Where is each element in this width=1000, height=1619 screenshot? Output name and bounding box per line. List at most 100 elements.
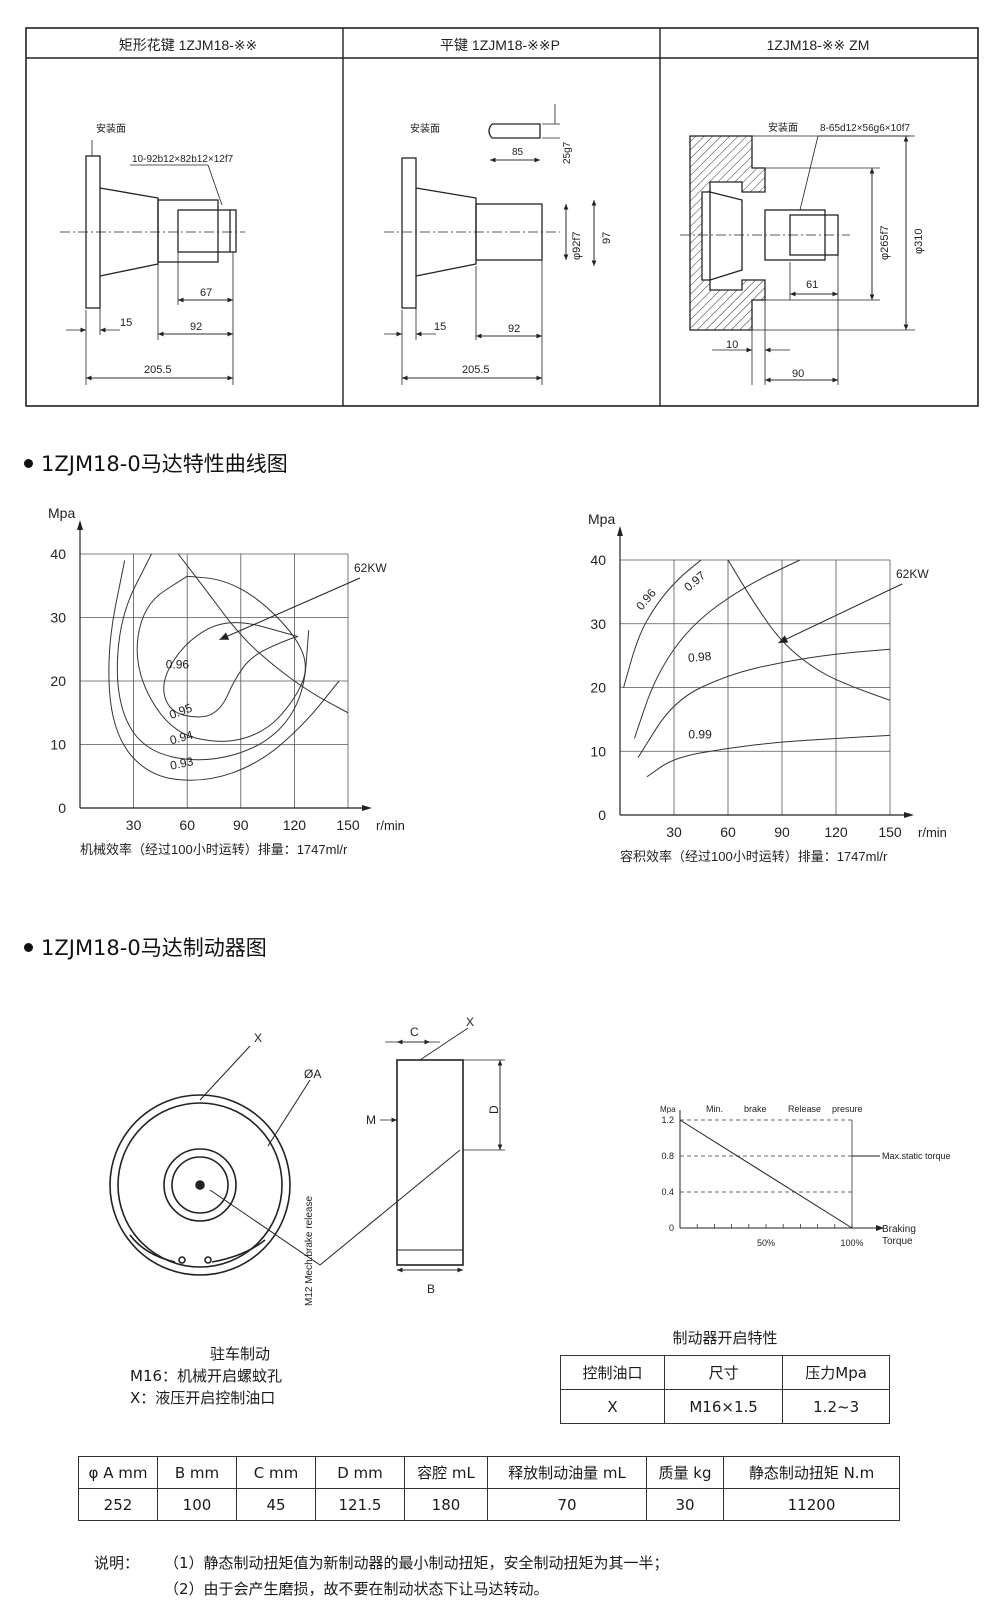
power-label: 62KW [896, 567, 929, 581]
x-tick-label: 100% [840, 1238, 863, 1248]
d3-dim-61: 61 [806, 279, 818, 291]
section-title-curves: 1ZJM18-0马达特性曲线图 [24, 448, 288, 478]
table-header-cell: 容腔 mL [404, 1456, 488, 1489]
drawing-zm-shaft [680, 135, 915, 385]
d3-dim-phi310: φ310 [913, 229, 925, 255]
d2-dim-phi92: φ92f7 [571, 231, 583, 260]
contour-label: 0.93 [169, 754, 195, 773]
table-row: φ A mm B mm C mm D mm 容腔 mL 释放制动油量 mL 质量… [78, 1456, 900, 1489]
header-label: Release [788, 1104, 821, 1114]
table-header-cell: 控制油口 [560, 1355, 665, 1390]
notes-line: （2）由于会产生磨损，故不要在制动状态下让马达转动。 [164, 1580, 549, 1598]
brake-inner-ring [117, 1102, 283, 1268]
d1-dim-15: 15 [120, 317, 132, 329]
x-tick-label: 60 [720, 824, 736, 840]
d1-dim-205: 205.5 [144, 364, 172, 376]
y-tick-label: 10 [50, 737, 66, 753]
series-line [108, 560, 340, 781]
x-tick-label: 60 [179, 817, 195, 833]
table-row: 控制油口 尺寸 压力Mpa [560, 1355, 890, 1390]
brake-caption-line: 驻车制动 [209, 1345, 270, 1363]
y-tick-label: 40 [590, 552, 606, 568]
header-spline: 矩形花键 1ZJM18-※※ [119, 37, 258, 53]
brake-label-x-top: X [254, 1031, 262, 1045]
x-tick-label: 150 [878, 824, 902, 840]
notes: 说明： （1）静态制动扭矩值为新制动器的最小制动扭矩，安全制动扭矩为其一半； （… [94, 1550, 669, 1602]
x-axis-arrow-icon [362, 805, 372, 811]
brake-label-d: D [487, 1105, 501, 1114]
table-header-cell: B mm [157, 1456, 237, 1489]
y-axis-label: Mpa [660, 1105, 676, 1114]
table-cell: 100 [157, 1488, 237, 1521]
section-title-brake: 1ZJM18-0马达制动器图 [24, 932, 267, 962]
table-row: X M16×1.5 1.2~3 [560, 1389, 890, 1424]
header-zm: 1ZJM18-※※ ZM [767, 37, 870, 53]
table-header-cell: D mm [315, 1456, 405, 1489]
table-header-cell: φ A mm [78, 1456, 158, 1489]
contour-label: 0.99 [688, 728, 712, 742]
x-tick-label: 120 [283, 817, 307, 833]
series-line [163, 622, 299, 718]
table-cell: 70 [487, 1488, 647, 1521]
header-label: brake [744, 1104, 767, 1114]
brake-label-phi-a: ØA [304, 1067, 321, 1081]
d1-spline-label: 10-92b12×82b12×12f7 [132, 154, 234, 165]
x-tick-label: 120 [824, 824, 848, 840]
d2-dim-97: 97 [601, 232, 613, 244]
table-header-cell: 压力Mpa [782, 1355, 890, 1390]
brake-label-c: C [410, 1025, 419, 1039]
brake-label-m12: M12 Mech.brake release [304, 1196, 315, 1306]
table-cell: 252 [78, 1488, 158, 1521]
notes-label: 说明： [94, 1554, 140, 1572]
brake-caption: 驻车制动 M16：机械开启螺蚊孔 X：液压开启控制油口 [130, 1343, 350, 1409]
brake-outer-ring [109, 1094, 291, 1276]
contour-label: 0.94 [168, 728, 194, 748]
y-tick-label: 0.8 [661, 1151, 674, 1161]
y-tick-label: 0 [669, 1223, 674, 1233]
brake-label-b: B [427, 1282, 435, 1296]
table-cell: 180 [404, 1488, 488, 1521]
contour-label: 0.96 [633, 586, 659, 613]
y-tick-label: 10 [590, 743, 606, 759]
d3-face-label: 安装面 [768, 121, 798, 134]
y-tick-label: 30 [590, 616, 606, 632]
d2-dim-92: 92 [508, 323, 520, 335]
y-axis-label: Mpa [48, 505, 75, 521]
series-line [646, 734, 891, 778]
y-axis-arrow-icon [77, 520, 83, 530]
d3-dim-90: 90 [792, 368, 804, 380]
table-cell: 45 [236, 1488, 316, 1521]
annotation-label: Max.static torque [882, 1151, 951, 1161]
x-tick-label: 30 [126, 817, 142, 833]
power-arrow-icon [778, 635, 789, 643]
brake-open-table: 控制油口 尺寸 压力Mpa X M16×1.5 1.2~3 [560, 1355, 890, 1424]
x-axis-arrow-icon [876, 1225, 884, 1231]
header-label: presure [832, 1104, 863, 1114]
notes-line: （1）静态制动扭矩值为新制动器的最小制动扭矩，安全制动扭矩为其一半； [164, 1554, 669, 1572]
power-arrow-line [219, 577, 361, 641]
y-tick-label: 40 [50, 546, 66, 562]
table-header-cell: 尺寸 [663, 1355, 784, 1390]
x-tick-label: 150 [336, 817, 360, 833]
drawing-spline-shaft [60, 140, 245, 385]
series-line [623, 559, 702, 688]
table-cell: 11200 [723, 1488, 900, 1521]
header-flat-key: 平键 1ZJM18-※※P [440, 37, 560, 53]
x-axis-label: r/min [918, 825, 947, 840]
x-tick-label: 30 [666, 824, 682, 840]
table-header-cell: 释放制动油量 mL [487, 1456, 647, 1489]
series-line [679, 1119, 853, 1229]
series-line [633, 559, 801, 739]
d3-dim-10: 10 [726, 339, 738, 351]
d2-face-label: 安装面 [410, 122, 440, 135]
x-axis-label: Torque [882, 1236, 913, 1247]
d1-dim-92: 92 [190, 321, 202, 333]
contour-label: 0.98 [687, 649, 712, 665]
table-header-cell: 质量 kg [646, 1456, 724, 1489]
brake-caption-line: M16：机械开启螺蚊孔 [130, 1367, 283, 1385]
x-axis-label: r/min [376, 818, 405, 833]
x-axis-label: Braking [882, 1224, 916, 1235]
brake-caption-line: X：液压开启控制油口 [130, 1389, 276, 1407]
